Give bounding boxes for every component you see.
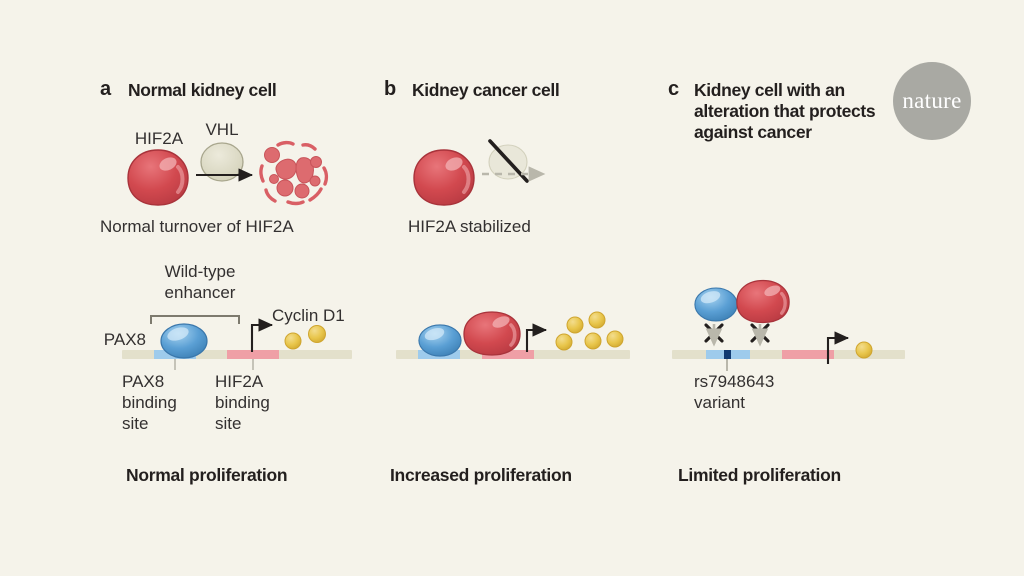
nature-logo-text: nature bbox=[902, 88, 962, 113]
variant-tick bbox=[724, 350, 731, 359]
hif2a-blob-detached-icon bbox=[735, 279, 791, 325]
dna-track-panel-c bbox=[672, 350, 905, 359]
vhl-oval-crossed-out-icon bbox=[483, 135, 535, 187]
nature-logo-badge: nature bbox=[893, 62, 971, 140]
x-mark-icon bbox=[704, 323, 724, 343]
panel-a-title: Normal kidney cell bbox=[128, 80, 277, 100]
panel-c-title: Kidney cell with an alteration that prot… bbox=[694, 80, 876, 142]
vhl-label: VHL bbox=[205, 120, 239, 139]
panel-a-top-caption: Normal turnover of HIF2A bbox=[100, 217, 294, 236]
site-leader-lines bbox=[174, 359, 254, 370]
hif2a-blob-bound-icon bbox=[462, 311, 522, 357]
panel-b-letter: b bbox=[384, 78, 397, 100]
vhl-oval-icon bbox=[199, 141, 245, 183]
hif2a-binding-site-label: HIF2A binding site bbox=[215, 372, 270, 433]
panel-c-letter: c bbox=[668, 78, 679, 100]
panel-b-title: Kidney cancer cell bbox=[412, 80, 560, 100]
hif2a-blob-stabilized-icon bbox=[412, 149, 476, 207]
pax8-blob-icon bbox=[418, 324, 462, 357]
hif2a-binding-site bbox=[782, 350, 834, 359]
hif2a-protein-label: HIF2A bbox=[134, 129, 184, 148]
panel-b-bottom-caption: Increased proliferation bbox=[390, 465, 572, 485]
pax8-protein-label: PAX8 bbox=[103, 330, 146, 349]
transcription-arrow-icon bbox=[250, 318, 274, 352]
hif2a-binding-site bbox=[227, 350, 279, 359]
pax8-blob-detached-icon bbox=[694, 287, 738, 322]
variant-label: rs7948643 variant bbox=[694, 372, 775, 412]
pax8-binding-site-label: PAX8 binding site bbox=[122, 372, 177, 433]
wild-type-enhancer-label: Wild-type enhancer bbox=[164, 262, 236, 302]
panel-b-top-caption: HIF2A stabilized bbox=[408, 217, 531, 236]
hif2a-binding-site bbox=[482, 350, 534, 359]
cyclin-d1-dots-icon bbox=[555, 311, 624, 351]
hif2a-blob-icon bbox=[126, 149, 190, 207]
panel-a-bottom-caption: Normal proliferation bbox=[126, 465, 288, 485]
cyclin-d1-label: Cyclin D1 bbox=[272, 306, 345, 325]
dna-track-panel-a bbox=[122, 350, 352, 359]
transcription-arrow-icon bbox=[525, 323, 548, 352]
degradation-fragments-icon bbox=[258, 138, 332, 210]
panel-c-bottom-caption: Limited proliferation bbox=[678, 465, 841, 485]
cyclin-d1-dots-icon bbox=[284, 325, 326, 350]
panel-a-letter: a bbox=[100, 78, 111, 100]
x-mark-icon bbox=[750, 323, 770, 343]
pax8-blob-icon bbox=[160, 323, 208, 359]
